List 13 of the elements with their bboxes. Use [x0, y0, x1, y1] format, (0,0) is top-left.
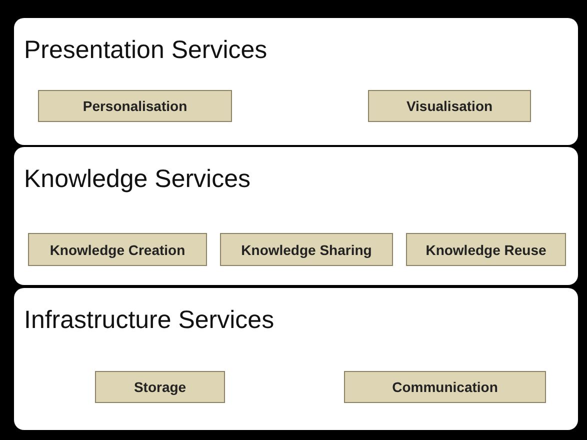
service-box: Knowledge Sharing [220, 233, 393, 266]
layer-title: Presentation Services [24, 36, 268, 65]
service-box: Knowledge Reuse [406, 233, 566, 266]
service-box: Visualisation [368, 90, 531, 122]
service-box: Storage [95, 371, 225, 403]
layer-panel [14, 18, 578, 145]
service-box: Personalisation [38, 90, 232, 122]
layer-panel [14, 288, 578, 430]
service-box: Communication [344, 371, 546, 403]
layer-title: Knowledge Services [24, 165, 251, 194]
layer-panel [14, 147, 578, 285]
layer-title: Infrastructure Services [24, 306, 274, 335]
service-box: Knowledge Creation [28, 233, 207, 266]
